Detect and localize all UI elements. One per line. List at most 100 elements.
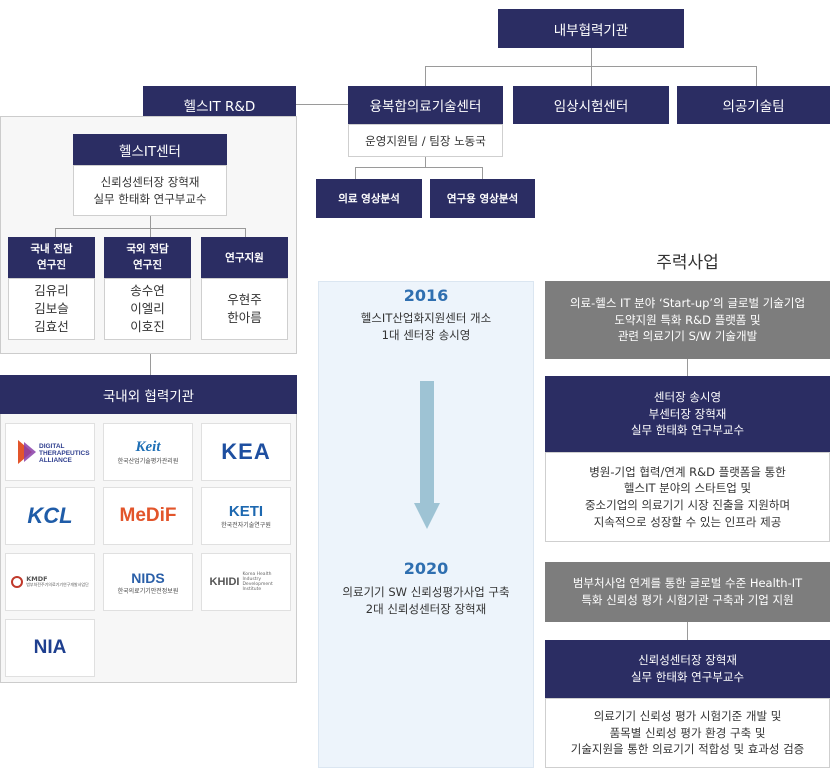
connector [150,354,151,375]
timeline-desc-line: 헬스IT산업화지원센터 개소 [360,311,492,325]
clinical-trial-center-label: 임상시험센터 [553,99,629,115]
kea-wordmark: KEA [221,439,271,464]
keit-wordmark: Keit [135,439,161,455]
business1-lead-box: 센터장 송시영 부센터장 장혁재 실무 한태화 연구부교수 [545,376,830,452]
business1-desc-line: 헬스IT 분야의 스타트업 및 [623,481,752,496]
connector [355,167,482,168]
member-name: 김유리 [34,282,69,298]
business1-header-box: 의료-헬스 IT 분야 ‘Start-up’의 글로벌 기술기업 도약지원 특화… [545,281,830,359]
timeline-desc-line: 1대 센터장 송시영 [381,327,471,342]
team-title-line: 연구진 [37,258,66,271]
member-name: 한아름 [227,310,262,325]
khidi-logo: KHIDI Korea Health Industry Development … [201,553,291,611]
business1-header-line: 도약지원 특화 R&D 플랫폼 및 [614,312,761,327]
medical-imaging-label: 의료 영상분석 [338,193,400,205]
business1-lead-line: 센터장 송시영 [653,389,722,404]
kea-logo: KEA [201,423,291,481]
healthit-rd-label: 헬스IT R&D [183,99,256,115]
nids-subtext: 한국의료기기안전정보원 [117,587,179,595]
connector [245,228,246,237]
convergence-sub-label: 운영지원팀 / 팀장 노동국 [365,133,486,148]
connector [55,228,56,237]
connector [355,167,356,179]
nids-logo: NIDS 한국의료기기안전정보원 [103,553,193,611]
team-title-line: 연구진 [133,258,162,271]
connector [591,66,592,86]
team-domestic-title-box: 국내 전담 연구진 [8,237,95,278]
team-domestic-members: 김유리 김보슬 김효선 [8,278,95,340]
member-name: 김효선 [34,319,69,335]
connector [296,104,348,105]
team-title-line: 국내 전담 [30,243,73,256]
keit-subtext: 한국산업기술평가관리원 [117,458,179,465]
keti-wordmark: KETI [228,503,264,520]
business1-desc-line: 지속적으로 성장할 수 있는 인프라 제공 [593,514,782,529]
business2-desc-line: 품목별 신뢰성 평가 환경 구축 및 [609,725,766,740]
business1-desc-line: 병원-기업 협력/연계 R&D 플랫폼을 통한 [589,464,786,479]
member-name: 이호진 [130,319,165,335]
team-overseas-members: 송수연 이엘리 이호진 [104,278,191,340]
keti-subtext: 한국전자기술연구원 [221,522,271,529]
healthit-center-title: 헬스IT센터 [119,143,181,160]
timeline-arrow-icon [414,381,440,529]
nia-logo: NIA [5,619,95,677]
medical-imaging-box: 의료 영상분석 [316,179,422,218]
business2-header-line: 특화 신뢰성 평가 시험기관 구축과 기업 지원 [581,593,794,607]
connector [591,48,592,66]
connector [482,167,483,179]
nids-wordmark: NIDS [131,569,165,586]
team-support-title-box: 연구지원 [201,237,288,278]
research-imaging-label: 연구용 영상분석 [446,193,519,205]
kmdf-emblem-icon [11,576,24,588]
member-name: 우현주 [227,291,262,307]
partners-title-box: 국내외 협력기관 [0,375,297,414]
connector [425,66,426,86]
business1-lead-line: 부센터장 장혁재 [648,406,727,421]
convergence-sub-box: 운영지원팀 / 팀장 노동국 [348,124,503,157]
healthit-center-lead-line: 실무 한태화 연구부교수 [93,191,207,206]
business2-lead-line: 실무 한태화 연구부교수 [630,670,745,684]
business2-desc-line: 기술지원을 통한 의료기기 적합성 및 효과성 검증 [570,742,805,757]
team-overseas-title-box: 국외 전담 연구진 [104,237,191,278]
connector [687,622,688,640]
engineering-team-box: 의공기술팀 [677,86,830,124]
convergence-center-box: 융복합의료기술센터 [348,86,503,124]
member-name: 송수연 [130,282,165,298]
connector [150,216,151,228]
kmdf-text-group: KMDF 범부처전주기의료기기연구개발사업단 [26,576,89,588]
khidi-subtext: Korea Health Industry Development Instit… [242,571,273,593]
year-2020: 2020 [403,559,449,578]
member-name: 이엘리 [130,300,165,316]
healthit-center-title-box: 헬스IT센터 [73,134,227,165]
timeline-desc-line: 2대 신뢰성센터장 장혁재 [365,601,487,616]
engineering-team-label: 의공기술팀 [722,99,785,115]
connector [425,66,756,67]
healthit-center-lead-box: 신뢰성센터장 장혁재 실무 한태화 연구부교수 [73,165,227,216]
kcl-wordmark: KCL [27,503,73,528]
business2-header-line: 범부처사업 연계를 통한 글로벌 수준 Health-IT [572,576,803,591]
keti-logo: KETI 한국전자기술연구원 [201,487,291,545]
convergence-center-label: 융복합의료기술센터 [369,99,482,115]
team-title-line: 연구지원 [225,252,264,264]
business2-lead-box: 신뢰성센터장 장혁재 실무 한태화 연구부교수 [545,640,830,698]
business1-desc-box: 병원-기업 협력/연계 R&D 플랫폼을 통한 헬스IT 분야의 스타트업 및 … [545,452,830,542]
business2-header-box: 범부처사업 연계를 통한 글로벌 수준 Health-IT 특화 신뢰성 평가 … [545,562,830,622]
connector [425,157,426,167]
business1-desc-line: 중소기업의 의료기기 시장 진출을 지원하며 [584,498,791,512]
business1-lead-line: 실무 한태화 연구부교수 [630,423,745,438]
medif-logo: MeDiF [103,487,193,545]
timeline-desc-2020: 의료기기 SW 신뢰성평가사업 구축 2대 신뢰성센터장 장혁재 [318,584,534,617]
kmdf-wordmark: KMDF [26,575,48,584]
team-title-line: 국외 전담 [126,243,169,256]
business1-header-line: 관련 의료기기 S/W 기술개발 [617,329,758,344]
medif-wordmark: MeDiF [119,505,177,526]
business2-desc-line: 의료기기 신뢰성 평가 시험기준 개발 및 [593,708,782,723]
dta-line: THERAPEUTICS [39,450,90,457]
business1-header-line: 의료-헬스 IT 분야 ‘Start-up’의 글로벌 기술기업 [569,295,806,310]
timeline-desc-line: 의료기기 SW 신뢰성평가사업 구축 [342,585,510,599]
year-2016: 2016 [403,286,449,305]
dta-line: DIGITAL [39,443,65,450]
dta-logo-mark: DIGITAL THERAPEUTICS ALLIANCE [18,440,90,464]
connector [687,359,688,376]
research-imaging-box: 연구용 영상분석 [430,179,535,218]
